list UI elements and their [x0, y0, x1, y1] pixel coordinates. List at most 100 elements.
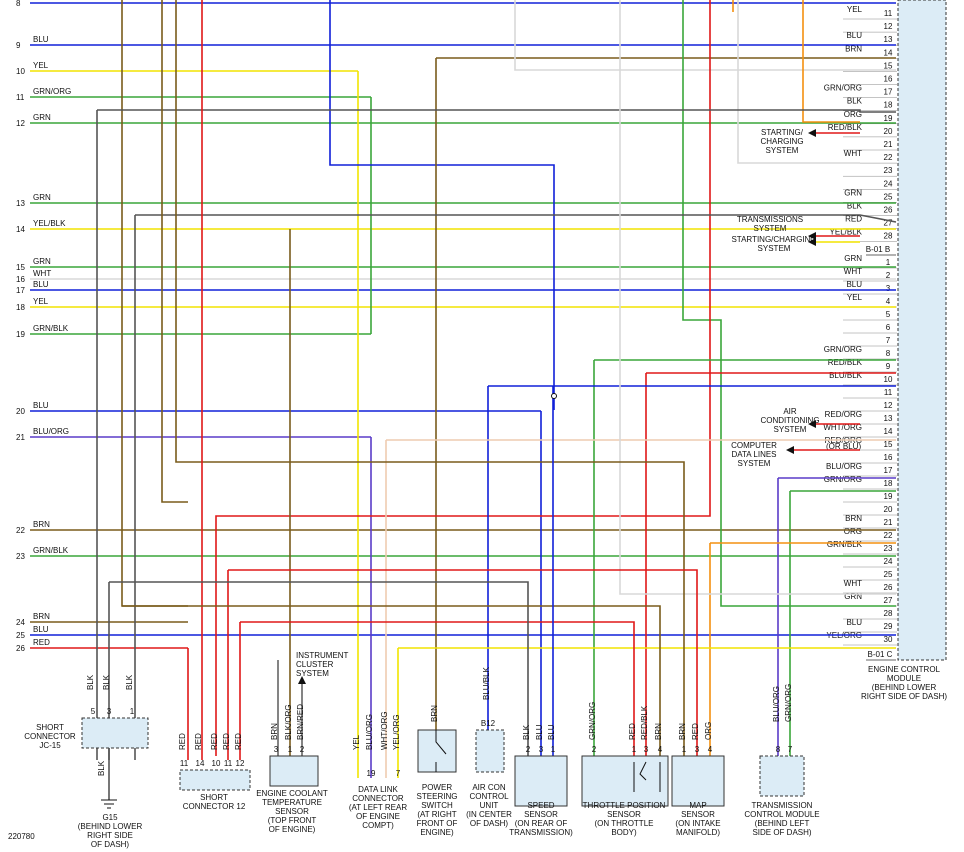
ecm-wire-label: WHT — [844, 267, 862, 276]
jc15-pin-number: 3 — [107, 707, 112, 716]
data-link-wire-label: BLU/ORG — [365, 714, 374, 750]
system-arrow — [808, 238, 816, 246]
power-steering-switch-label: STEERING — [417, 792, 458, 801]
ecm-pin-number: 5 — [886, 310, 891, 319]
speed-sensor-label: TRANSMISSION) — [509, 828, 573, 837]
ect-pin-number: 1 — [288, 745, 293, 754]
map-org-wire — [709, 542, 896, 756]
data-link-pin-number: 7 — [396, 769, 401, 778]
ecm-pin-number: 26 — [884, 583, 893, 592]
ecm-pin-number: 11 — [884, 9, 893, 18]
data-link-connector-label: COMPT) — [362, 821, 394, 830]
ecm-wire-label: BLK — [847, 97, 863, 106]
row-number: 23 — [16, 552, 25, 561]
ect-label: OF ENGINE) — [269, 825, 316, 834]
ect-label: (TOP FRONT — [268, 816, 317, 825]
ecm-pin-number: 4 — [886, 297, 891, 306]
ecm-pin-number: 14 — [884, 427, 893, 436]
ect-label: TEMPERATURE — [262, 798, 322, 807]
data-link-wire-label: YEL — [352, 734, 361, 750]
row-wire-label: GRN/BLK — [33, 324, 69, 333]
ecm-title: MODULE — [887, 674, 921, 683]
ecm-pin-number: 27 — [884, 596, 893, 605]
ecm-pin-number: 2 — [886, 271, 891, 280]
ecm-pin-number: 23 — [884, 544, 893, 553]
power-steering-wire-label: BRN — [430, 705, 439, 722]
tcm-pin-number: 8 — [776, 745, 781, 754]
row-number: 26 — [16, 644, 25, 653]
speed-sensor-label: (ON REAR OF — [515, 819, 568, 828]
row-number: 20 — [16, 407, 25, 416]
ground-g15-label: OF DASH) — [91, 840, 130, 849]
row-number: 12 — [16, 119, 25, 128]
ect-wire-label: BRN — [270, 723, 279, 740]
speed-sensor — [514, 755, 568, 807]
short-connector-jc15-label: JC-15 — [39, 741, 61, 750]
tps-pin-number: 4 — [658, 745, 663, 754]
ecm-pin-number: 12 — [884, 401, 893, 410]
air-con-control-unit-label: AIR CON — [472, 783, 506, 792]
red-a27-wire — [215, 0, 711, 756]
throttle-position-sensor-label: THROTTLE POSITION — [583, 801, 666, 810]
ecm-wire-label: YEL/BLK — [830, 228, 863, 237]
ecm-pin-number: 25 — [884, 570, 893, 579]
blk-a18-wire — [97, 109, 896, 113]
row-number: 13 — [16, 199, 25, 208]
ecm-pin-number: 22 — [884, 153, 893, 162]
air-con-control-unit-label: OF DASH) — [470, 819, 509, 828]
row-wire-label: GRN — [33, 193, 51, 202]
throttle-position-sensor-label: SENSOR — [607, 810, 641, 819]
ecm-pin-number: 16 — [884, 453, 893, 462]
row-number: 24 — [16, 618, 25, 627]
ecm-pin-number: 3 — [886, 284, 891, 293]
short-connector-jc15-label: CONNECTOR — [24, 732, 76, 741]
instrument-cluster-label: CLUSTER — [296, 660, 334, 669]
system-arrow — [808, 129, 816, 137]
ecm-pin-number: 30 — [884, 635, 893, 644]
ecm-pin-number: 7 — [886, 336, 891, 345]
ecm-pin-number: 27 — [884, 219, 893, 228]
wht-a16-wire — [514, 0, 896, 71]
transmission-control-module-label: SIDE OF DASH) — [752, 828, 811, 837]
row-wire-label: BLU — [33, 280, 49, 289]
power-steering-switch-label: ENGINE) — [420, 828, 454, 837]
short-connector-12-wire-label: RED — [210, 733, 219, 750]
ecm-title: RIGHT SIDE OF DASH) — [861, 692, 947, 701]
map-wire-label: BRN — [678, 723, 687, 740]
ect-pin-number: 2 — [300, 745, 305, 754]
tcm-wire-label: GRN/ORG — [784, 684, 793, 722]
ecm-connector-label: B-01 B — [866, 245, 890, 254]
power-steering-switch-label: SWITCH — [421, 801, 453, 810]
row-wire-label: BLU — [33, 0, 49, 2]
row-wire-label: BLU — [33, 35, 49, 44]
system-arrow — [786, 446, 794, 454]
ecm-pin-number: 13 — [884, 35, 893, 44]
side-system-label: CONDITIONING — [760, 416, 819, 425]
ecm-wire-label: GRN/BLK — [827, 540, 863, 549]
ecm-wire-label: BRN — [845, 44, 862, 53]
tps-wire-label: GRN/ORG — [588, 702, 597, 740]
side-system-label: CHARGING — [760, 137, 803, 146]
transmission-control-module-label: TRANSMISSION — [752, 801, 813, 810]
row-wire-label: YEL — [33, 61, 49, 70]
row-number: 22 — [16, 526, 25, 535]
transmission-control-module — [759, 755, 805, 797]
side-system-label: STARTING/CHARGING — [731, 235, 816, 244]
row-number: 14 — [16, 225, 25, 234]
data-link-connector-label: DATA LINK — [358, 785, 398, 794]
row-wire-label: YEL — [33, 297, 49, 306]
ecm-pin-number: 6 — [886, 323, 891, 332]
ect-pin-number: 3 — [274, 745, 279, 754]
ecm-pin-number: 25 — [884, 192, 893, 201]
short-connector-12-label: CONNECTOR 12 — [183, 802, 246, 811]
instrument-cluster-label: SYSTEM — [296, 669, 329, 678]
ecm-wire-label: RED/BLK — [828, 358, 863, 367]
wht-b26-wire — [619, 0, 896, 595]
ecm-pin-number: 20 — [884, 505, 893, 514]
map-pin-number: 4 — [708, 745, 713, 754]
row-wire-label: BLU — [33, 401, 49, 410]
short-connector-12-pin: 11 — [224, 759, 233, 768]
speed-sensor-label: SENSOR — [524, 810, 558, 819]
grn-b27-wire — [682, 0, 896, 607]
